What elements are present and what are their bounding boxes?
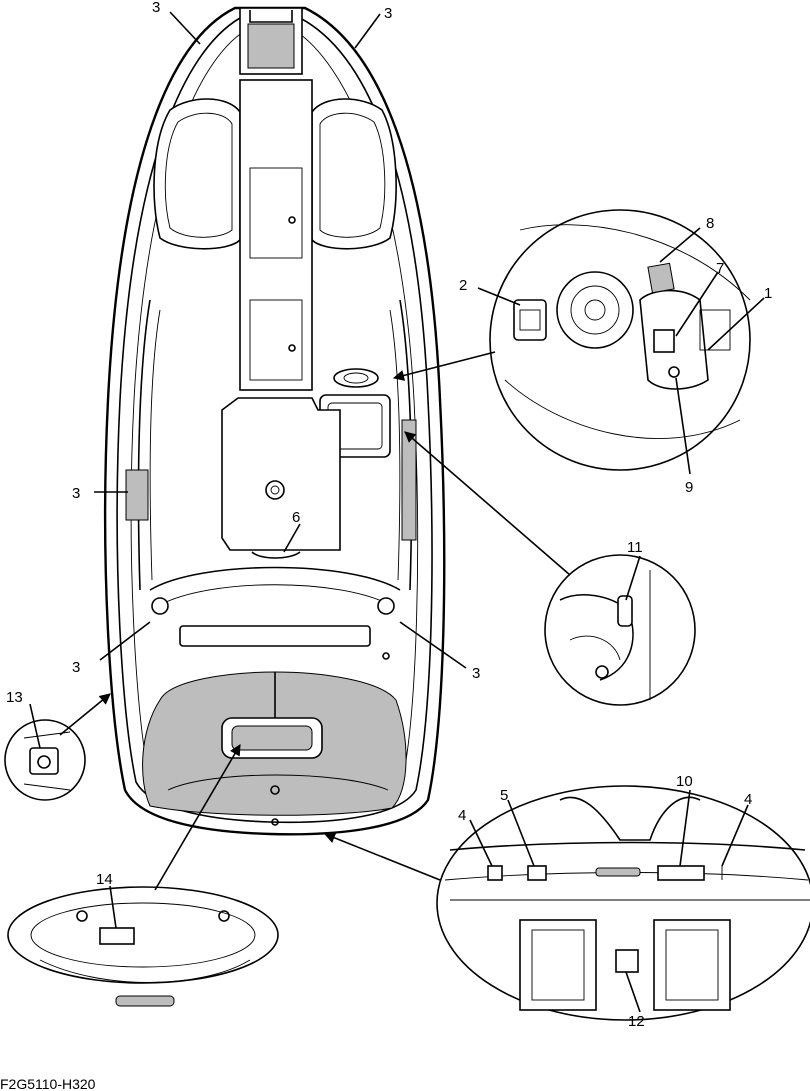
- callout-3: 3: [72, 485, 80, 502]
- callout-1: 1: [764, 285, 772, 302]
- callout-labels: 3 3 3 3 3 2 8 7 1 9 6 11 13 14 4 5 10 4 …: [0, 0, 772, 1091]
- hull-drawing: [103, 6, 446, 836]
- callout-5: 5: [500, 787, 508, 804]
- callout-6: 6: [292, 509, 300, 526]
- detail-side-area: [544, 554, 696, 706]
- callout-4: 4: [744, 791, 752, 808]
- callout-14: 14: [96, 871, 113, 888]
- detail-platform-lid: [7, 886, 279, 1007]
- detail-transom: [436, 785, 810, 1021]
- detail-steering-area: [489, 209, 751, 471]
- leader-lines: [29, 11, 765, 1013]
- callout-8: 8: [706, 215, 714, 232]
- callout-3: 3: [152, 0, 160, 16]
- diagram-code: F2G5110-H320: [0, 1076, 96, 1091]
- callout-2: 2: [459, 277, 467, 294]
- detail-hull-side: [4, 719, 86, 801]
- callout-7: 7: [716, 260, 724, 277]
- callout-3: 3: [472, 665, 480, 682]
- callout-12: 12: [628, 1013, 645, 1030]
- callout-13: 13: [6, 689, 23, 706]
- callout-3: 3: [72, 659, 80, 676]
- callout-3: 3: [384, 5, 392, 22]
- callout-9: 9: [685, 479, 693, 496]
- callout-10: 10: [676, 773, 693, 790]
- callout-4: 4: [458, 807, 466, 824]
- callout-11: 11: [627, 539, 643, 556]
